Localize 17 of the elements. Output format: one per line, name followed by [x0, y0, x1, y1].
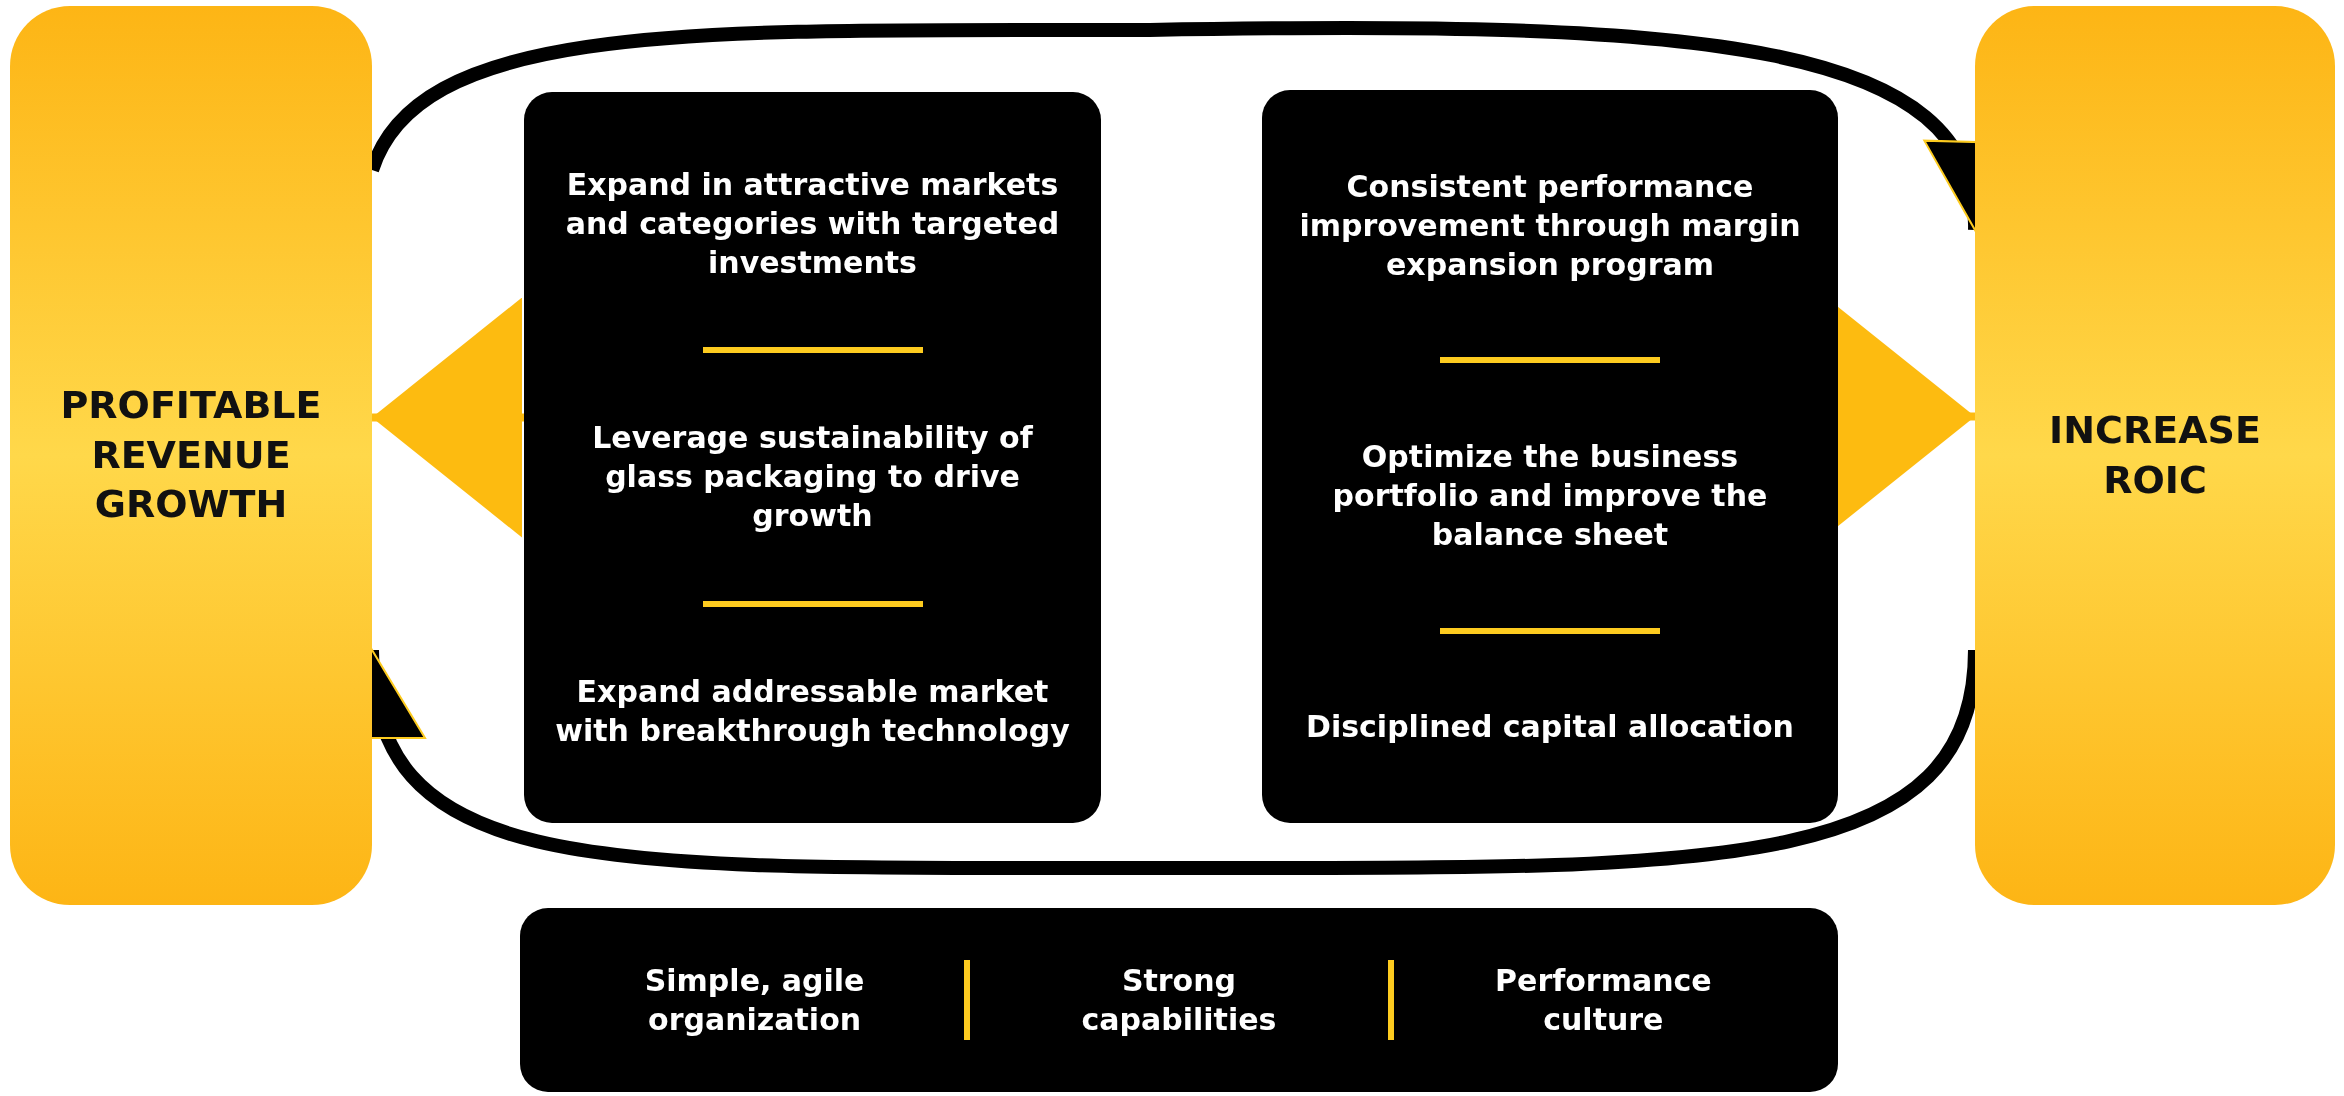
outcome-label: PROFITABLE REVENUE GROWTH: [59, 382, 323, 529]
strategy-text: Optimize the business portfolio and improve the balance sheet: [1331, 438, 1769, 554]
strategy-text: Expand in attractive markets and categories with targeted investments: [564, 165, 1061, 282]
strategy-text: Simple, agile organization: [643, 962, 866, 1039]
outcome-box: [10, 6, 372, 905]
strategy-text: Leverage sustainability of glass packaging to drive growth: [591, 419, 1034, 536]
strategy-text: Performance culture: [1494, 962, 1713, 1039]
strategy-text: Expand addressable market with breakthrough technology: [554, 673, 1071, 751]
strategy-panel: [524, 92, 1101, 823]
outcome-box: [1975, 6, 2335, 905]
outcome-label: INCREASE ROIC: [2048, 407, 2262, 504]
arrow: [372, 297, 524, 538]
strategy-text: Strong capabilities: [1080, 962, 1278, 1039]
foundation-bar: [520, 908, 1838, 1092]
strategy-text: Consistent performance improvement through margin expansion program: [1298, 167, 1802, 284]
strategy-text: Disciplined capital allocation: [1306, 708, 1794, 747]
strategy-panel: [1262, 90, 1838, 823]
